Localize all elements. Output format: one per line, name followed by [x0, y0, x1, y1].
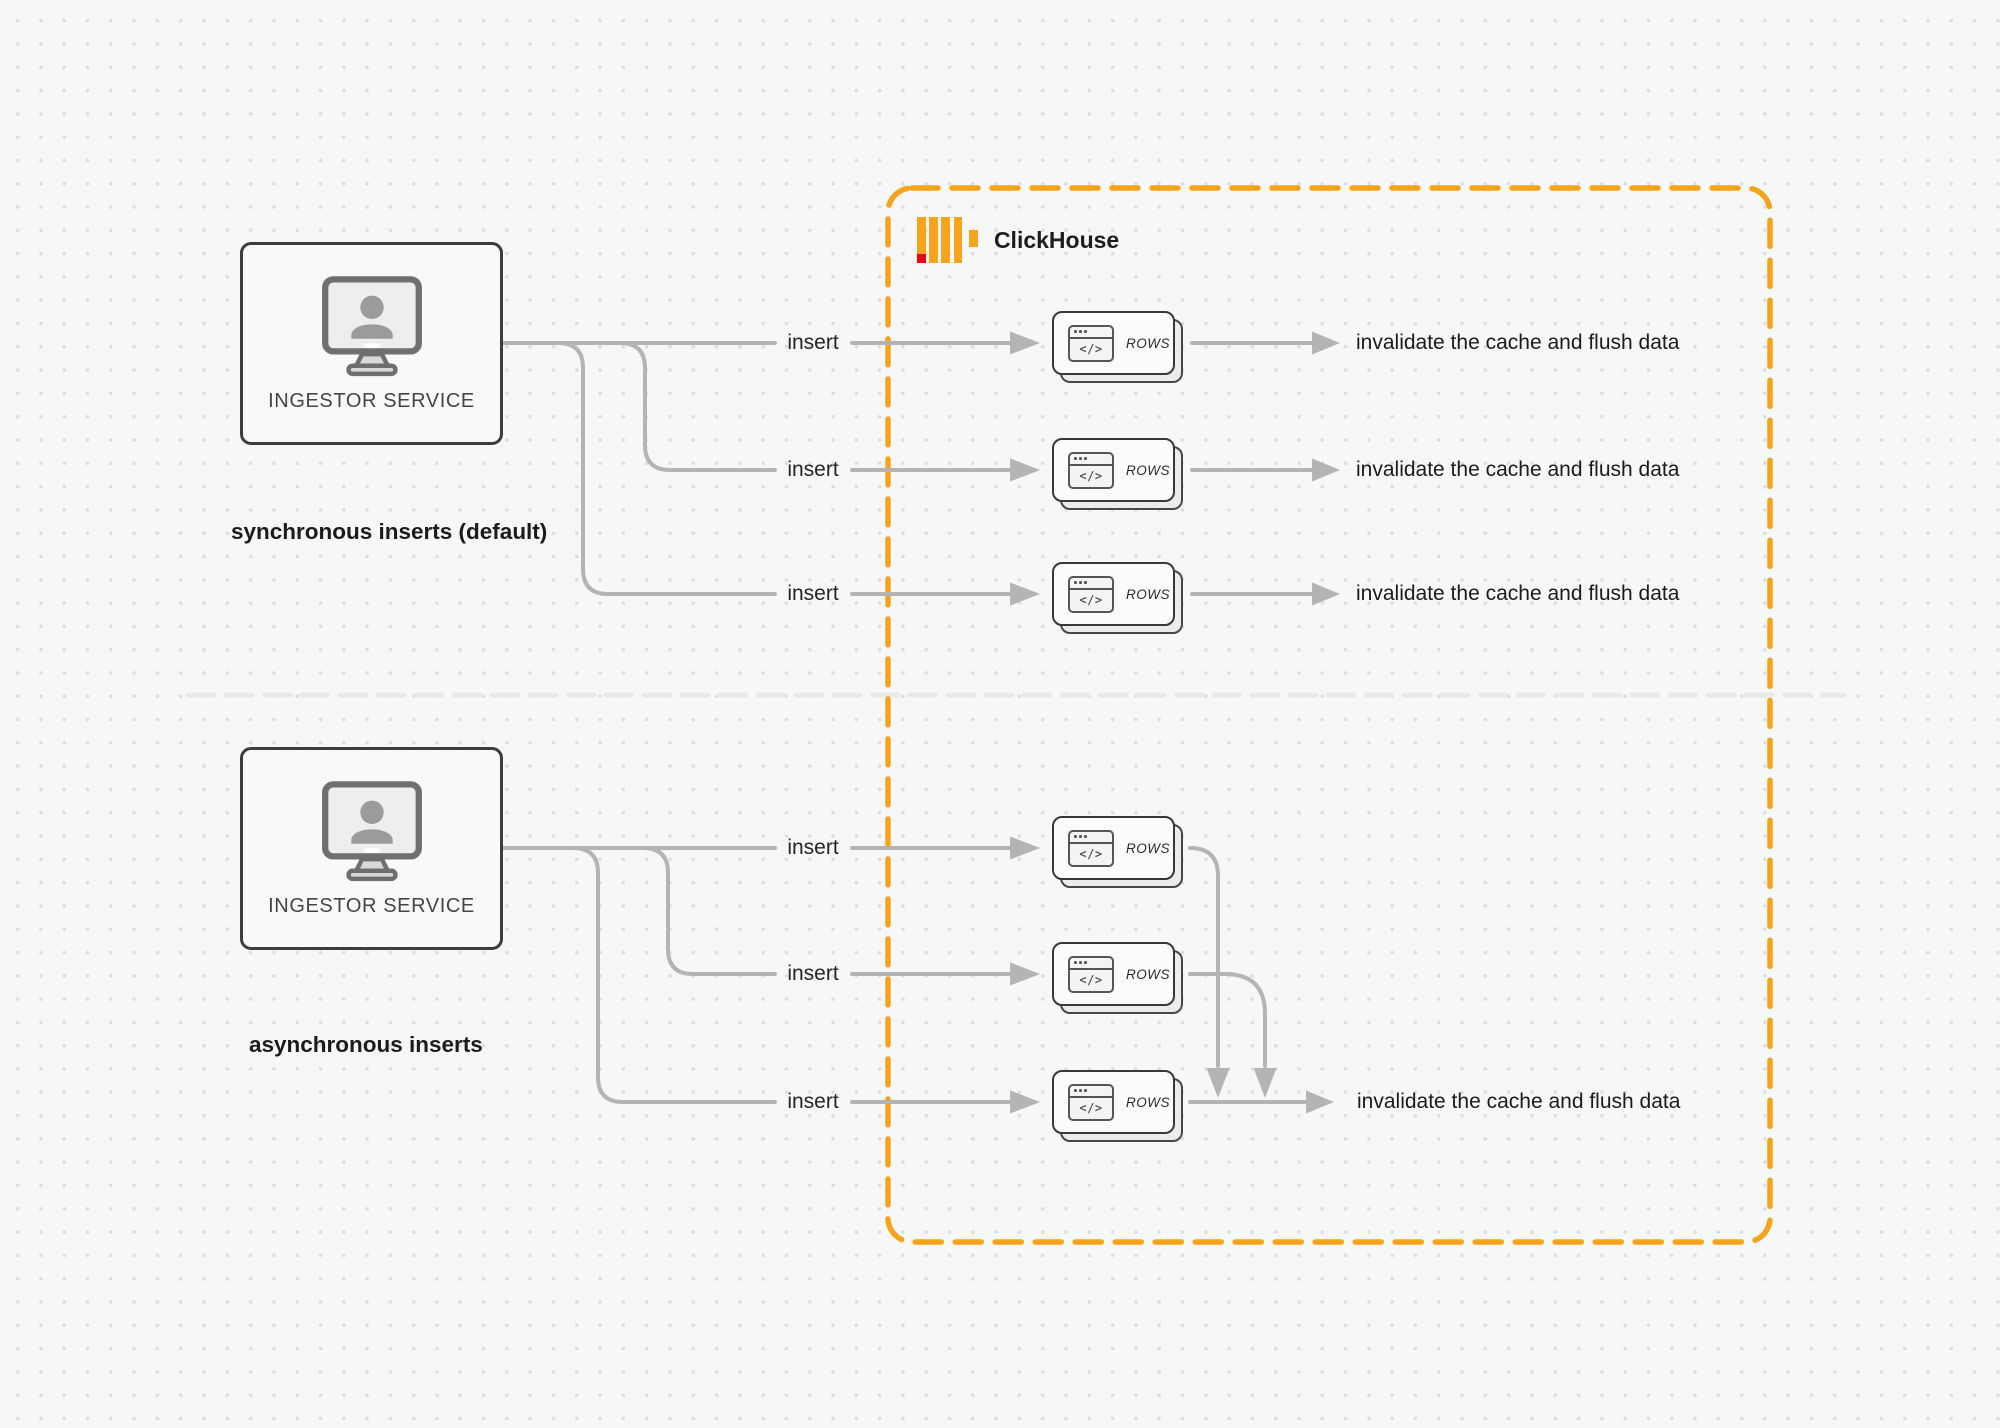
rows-label: ROWS: [1126, 335, 1170, 351]
rows-label: ROWS: [1126, 840, 1170, 856]
logo-bar: [929, 217, 938, 263]
invalidate-label: invalidate the cache and flush data: [1357, 1090, 1681, 1113]
service-label: INGESTOR SERVICE: [268, 390, 475, 412]
rows-card-front: </> ROWS: [1052, 562, 1175, 626]
code-window-icon: </>: [1068, 324, 1114, 362]
arrowhead-down-icon: [1253, 1068, 1277, 1098]
arrowhead-icon: [1312, 458, 1340, 482]
connector: [618, 341, 777, 472]
clickhouse-cluster-box: [885, 185, 1773, 1245]
arrowhead-icon: [1010, 962, 1040, 986]
arrowhead-icon: [1010, 582, 1040, 606]
invalidate-label: invalidate the cache and flush data: [1356, 458, 1680, 481]
rows-label: ROWS: [1126, 586, 1170, 602]
connector: [571, 846, 777, 1104]
caption-async: asynchronous inserts: [249, 1032, 483, 1057]
rows-card-front: </> ROWS: [1052, 1070, 1175, 1134]
arrowhead-down-icon: [1206, 1068, 1230, 1098]
rows-label: ROWS: [1126, 966, 1170, 982]
code-window-icon: </>: [1068, 575, 1114, 613]
arrowhead-icon: [1312, 331, 1340, 355]
rows-card-front: </> ROWS: [1052, 942, 1175, 1006]
insert-label: insert: [787, 582, 839, 605]
service-label: INGESTOR SERVICE: [268, 895, 475, 917]
code-window-icon: </>: [1068, 955, 1114, 993]
code-window-icon: </>: [1068, 451, 1114, 489]
rows-label: ROWS: [1126, 462, 1170, 478]
connector: [1188, 972, 1267, 1068]
insert-label: insert: [787, 458, 839, 481]
rows-card-front: </> ROWS: [1052, 816, 1175, 880]
rows-card: </> ROWS: [1052, 1070, 1183, 1142]
rows-label: ROWS: [1126, 1094, 1170, 1110]
clickhouse-header: ClickHouse: [917, 217, 1119, 263]
invalidate-label: invalidate the cache and flush data: [1356, 331, 1680, 354]
insert-label: insert: [787, 331, 839, 354]
clickhouse-title: ClickHouse: [993, 226, 1120, 253]
logo-bar: [953, 217, 963, 263]
logo-red-accent: [917, 254, 926, 263]
connectors: [501, 341, 1314, 1104]
rows-card-front: </> ROWS: [1052, 438, 1175, 502]
arrowhead-icon: [1010, 458, 1040, 482]
arrowhead-icon: [1312, 582, 1340, 606]
connector: [641, 846, 777, 976]
monitor-user-icon: [321, 276, 422, 377]
monitor-user-icon: [321, 781, 422, 882]
connector: [556, 341, 777, 596]
clickhouse-logo-icon: [917, 217, 978, 263]
arrowheads: [1010, 331, 1340, 1114]
rows-card: </> ROWS: [1052, 942, 1183, 1014]
insert-label: insert: [787, 962, 839, 985]
insert-label: insert: [787, 836, 839, 859]
rows-card: </> ROWS: [1052, 816, 1183, 888]
ingestor-service-box-async: INGESTOR SERVICE: [240, 747, 503, 950]
code-window-icon: </>: [1068, 1083, 1114, 1121]
arrowhead-icon: [1306, 1090, 1334, 1114]
logo-bar-short: [969, 230, 978, 247]
rows-card: </> ROWS: [1052, 311, 1183, 383]
connector: [1188, 846, 1220, 1068]
ingestor-service-box-sync: INGESTOR SERVICE: [240, 242, 503, 445]
arrowhead-icon: [1010, 836, 1040, 860]
rows-card-front: </> ROWS: [1052, 311, 1175, 375]
logo-bar: [917, 217, 926, 263]
code-window-icon: </>: [1068, 829, 1114, 867]
rows-card: </> ROWS: [1052, 562, 1183, 634]
rows-card: </> ROWS: [1052, 438, 1183, 510]
invalidate-label: invalidate the cache and flush data: [1356, 582, 1680, 605]
arrowhead-icon: [1010, 1090, 1040, 1114]
caption-sync: synchronous inserts (default): [231, 519, 548, 544]
insert-label: insert: [787, 1090, 839, 1113]
logo-bar: [941, 217, 950, 263]
arrowhead-icon: [1010, 331, 1040, 355]
